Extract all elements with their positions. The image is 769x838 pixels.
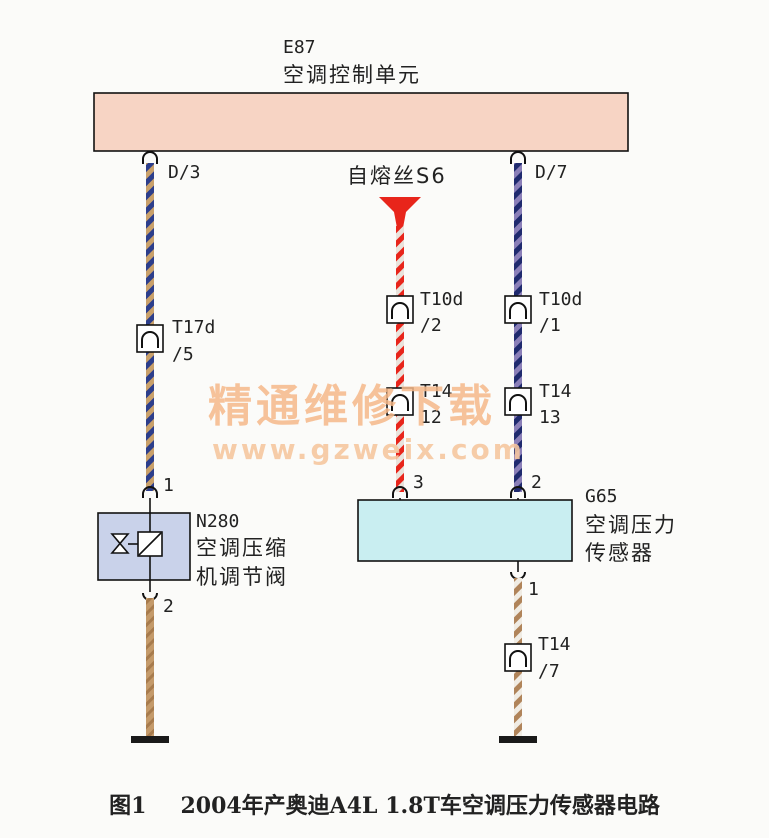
connector-t14-13-name: T14 (539, 381, 572, 402)
connector-t10d-1-name: T10d (539, 289, 582, 310)
connector-t17d-name: T17d (172, 317, 215, 338)
wire-valve-ground (146, 598, 154, 738)
watermark-url: www.gzweix.com (212, 433, 525, 466)
connector-t14-7-name: T14 (538, 634, 571, 655)
valve-name-line1: 空调压缩 (196, 536, 288, 560)
pin-socket-d7 (510, 151, 526, 164)
connector-t10d-2 (386, 295, 414, 324)
ground-left-icon (131, 736, 169, 743)
sensor-name-line1: 空调压力 (585, 513, 677, 537)
valve-symbol-icon (110, 498, 163, 592)
connector-t10d-2-name: T10d (420, 289, 463, 310)
connector-t14-13-pin: 13 (539, 407, 561, 428)
ground-right-icon (499, 736, 537, 743)
valve-pin-bottom-label: 2 (163, 596, 174, 617)
connector-t14-12-name: T14 (420, 381, 453, 402)
sensor-pin-in-right-label: 2 (531, 472, 542, 493)
valve-pin-top-socket (142, 486, 158, 498)
fuse-label: 自熔丝S6 (347, 164, 447, 188)
sensor-pin3-socket (392, 486, 408, 498)
connector-t10d-1 (504, 295, 532, 324)
wire-d7 (514, 163, 522, 492)
connector-t17d-pin: /5 (172, 344, 194, 365)
ecu-name: 空调控制单元 (283, 63, 421, 87)
fuse-arrow-icon (379, 197, 421, 228)
connector-t14-7-pin: /7 (538, 661, 560, 682)
connector-t14-12-pin: 12 (420, 407, 442, 428)
figure-title: 2004年产奥迪A4L 1.8T车空调压力传感器电路 (180, 793, 660, 819)
wiring-diagram: E87 空调控制单元 D/3 T17d /5 自熔丝S6 T10d /2 T14… (93, 37, 677, 743)
wire-s6 (396, 226, 404, 492)
sensor-pin-out-label: 1 (528, 579, 539, 600)
sensor-box (357, 499, 573, 562)
sensor-code: G65 (585, 486, 618, 507)
connector-t10d-2-pin: /2 (420, 315, 442, 336)
sensor-name-line2: 传感器 (585, 541, 654, 565)
ecu-box (93, 92, 629, 152)
pin-d3-label: D/3 (168, 162, 201, 183)
sensor-pin1-socket (510, 571, 526, 580)
figure-caption: 图1 2004年产奥迪A4L 1.8T车空调压力传感器电路 (0, 788, 769, 820)
valve-code: N280 (196, 511, 239, 532)
pin-d7-label: D/7 (535, 162, 568, 183)
valve-pin-top-label: 1 (163, 475, 174, 496)
watermark-text: 精通维修下载 (208, 381, 496, 432)
connector-t14-7 (504, 643, 532, 672)
sensor-pin-in-left-label: 3 (413, 472, 424, 493)
sensor-pin2-socket (510, 486, 526, 498)
figure-number: 图1 (109, 793, 147, 819)
connector-t10d-1-pin: /1 (539, 315, 561, 336)
connector-t14-13 (504, 387, 532, 416)
valve-name-line2: 机调节阀 (196, 565, 288, 589)
ecu-code: E87 (283, 37, 316, 58)
pin-socket-d3 (142, 151, 158, 164)
connector-t17d (136, 324, 164, 353)
